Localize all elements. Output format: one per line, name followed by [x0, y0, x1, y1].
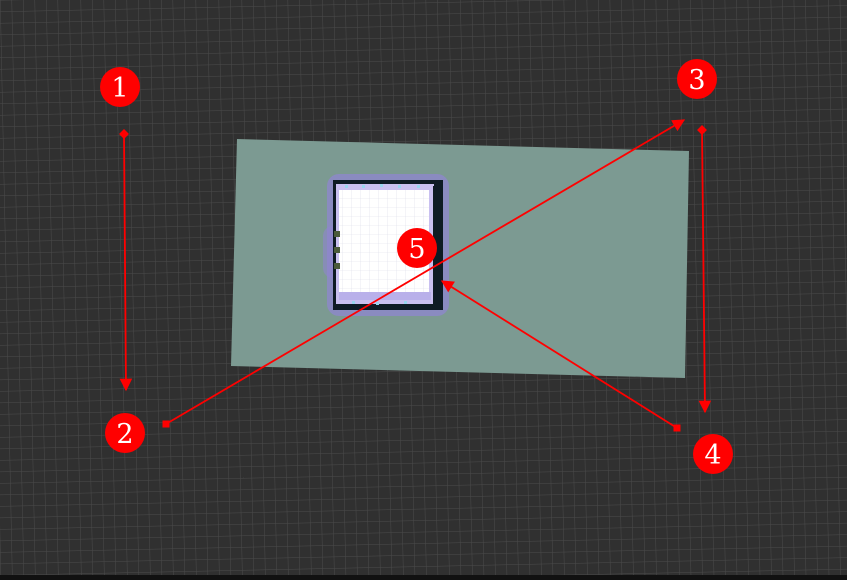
arrow-start-dot	[697, 125, 707, 135]
marker-label: 2	[116, 419, 133, 450]
wall-speck	[380, 184, 383, 187]
bottom-edge-bar	[0, 575, 847, 580]
arrow-start-dot	[119, 129, 129, 139]
marker-circle	[105, 413, 145, 453]
arrow-start-dot	[673, 424, 681, 432]
arrow-2-to-3	[165, 119, 686, 425]
marker-label: 3	[688, 65, 705, 96]
wall-feature	[334, 247, 340, 253]
wall-speck	[404, 301, 407, 304]
waypoint-marker-2[interactable]: 2	[105, 413, 145, 453]
arrow-1-to-2	[119, 133, 133, 392]
marker-circle	[397, 228, 437, 268]
wall-feature	[334, 231, 340, 237]
marker-circle	[693, 434, 733, 474]
arrow-3-to-4	[698, 129, 712, 414]
wall-feature	[334, 263, 340, 269]
waypoint-marker-4[interactable]: 4	[693, 434, 733, 474]
marker-label: 4	[704, 440, 721, 471]
map-area	[231, 139, 689, 378]
wall-speck	[398, 185, 401, 188]
wall-speck	[376, 302, 379, 305]
arrow-4-to-5	[440, 280, 678, 429]
waypoint-marker-3[interactable]: 3	[677, 59, 717, 99]
wall-speck	[362, 185, 365, 188]
marker-label: 5	[408, 234, 425, 265]
waypoint-marker-5[interactable]: 5	[397, 228, 437, 268]
path-arrows	[119, 119, 712, 432]
room-wall-right	[433, 186, 441, 306]
marker-label: 1	[111, 73, 128, 104]
marker-circle	[100, 67, 140, 107]
wall-speck	[352, 301, 355, 304]
marker-circle	[677, 59, 717, 99]
wall-speck	[345, 185, 348, 188]
wall-speck	[417, 185, 420, 188]
waypoint-marker-1[interactable]: 1	[100, 67, 140, 107]
arrow-start-dot	[162, 420, 170, 428]
